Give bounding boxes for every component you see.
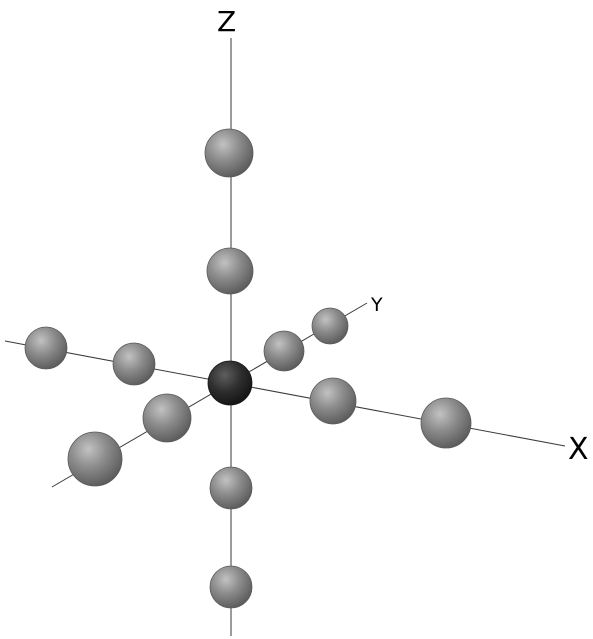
atom-y-near-inner <box>142 393 192 443</box>
atom-x-near-outer <box>420 397 472 449</box>
atom-y-far-outer <box>311 307 349 345</box>
atom-x-near-inner <box>309 377 357 425</box>
x-axis-line <box>4 340 566 447</box>
x-axis-label: X <box>568 432 589 467</box>
atom-z-top-inner <box>206 247 254 295</box>
atom-z-bottom-inner <box>209 466 253 510</box>
atom-x-far-inner <box>112 342 156 386</box>
atom-y-far-inner <box>263 330 305 372</box>
atom-x-far-outer <box>24 326 68 370</box>
z-axis-label: Z <box>217 5 236 38</box>
y-axis-label: Y <box>370 294 383 316</box>
atom-z-top-outer <box>204 128 254 178</box>
atom-y-near-outer <box>67 431 123 487</box>
atom-z-bottom-outer <box>209 565 253 609</box>
center-atom <box>207 360 253 406</box>
